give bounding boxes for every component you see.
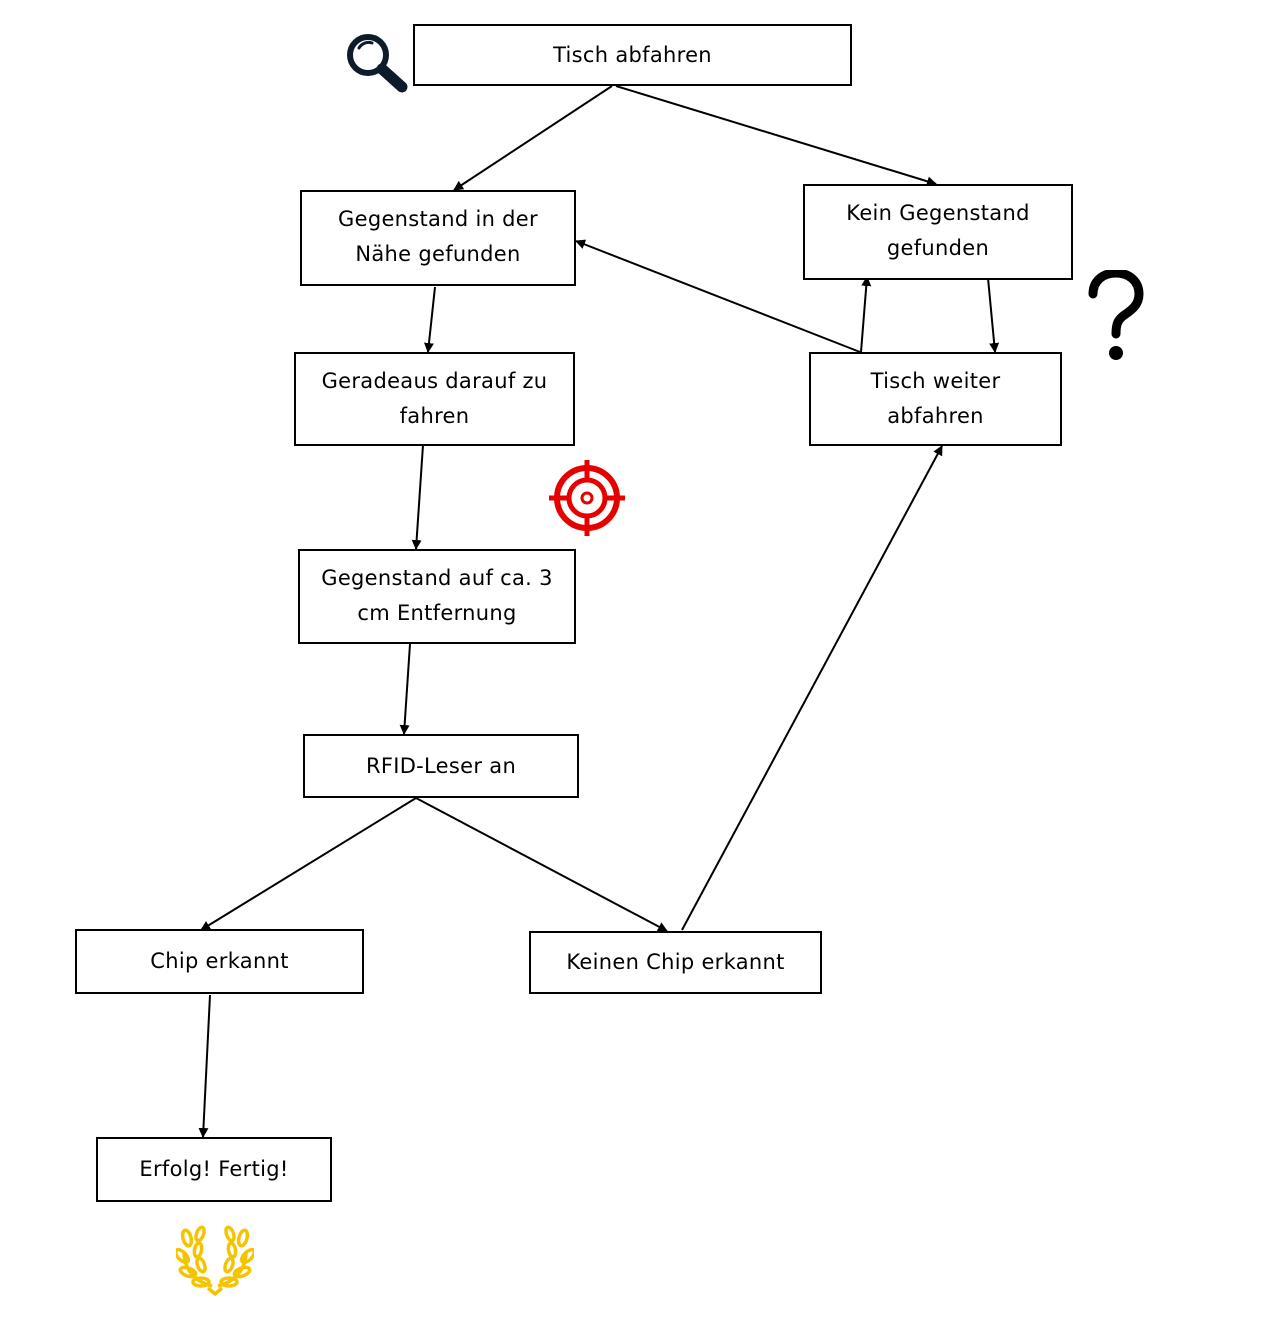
arrow-weiter-to-gegenstand — [575, 239, 861, 353]
arrow-keinen-chip-to-weiter — [681, 445, 943, 931]
arrow-chip-to-erfolg — [198, 994, 211, 1138]
arrow-geradeaus-to-3cm — [411, 444, 424, 550]
node-label: Chip erkannt — [150, 949, 289, 973]
node-tisch-weiter: Tisch weiter abfahren — [809, 352, 1062, 446]
node-label: Tisch weiter abfahren — [870, 369, 1001, 428]
arrow-gegenstand-to-geradeaus — [423, 286, 436, 353]
node-label: Tisch abfahren — [553, 42, 712, 67]
node-label: Erfolg! Fertig! — [139, 1157, 289, 1181]
node-tisch-abfahren: Tisch abfahren — [413, 24, 852, 86]
node-keinen-chip: Keinen Chip erkannt — [529, 931, 822, 994]
node-label: Gegenstand in der Nähe gefunden — [338, 207, 538, 266]
arrow-rfid-to-chip — [200, 797, 417, 931]
laurel-wreath-icon — [176, 1225, 254, 1296]
arrow-kein-to-weiter — [987, 277, 1000, 353]
node-rfid: RFID-Leser an — [303, 734, 579, 798]
arrow-3cm-to-rfid — [399, 643, 411, 735]
node-gegenstand-naehe: Gegenstand in der Nähe gefunden — [300, 190, 576, 286]
target-icon — [549, 460, 625, 536]
arrow-tisch-to-kein — [615, 85, 937, 187]
arrow-rfid-to-keinen-chip — [415, 797, 668, 932]
node-label: Keinen Chip erkannt — [566, 950, 785, 974]
node-label: Gegenstand auf ca. 3 cm Entfernung — [321, 566, 553, 625]
node-label: RFID-Leser an — [365, 753, 517, 778]
node-chip-erkannt: Chip erkannt — [75, 929, 364, 994]
node-erfolg: Erfolg! Fertig! — [96, 1137, 332, 1202]
node-gegenstand-3cm: Gegenstand auf ca. 3 cm Entfernung — [298, 549, 576, 644]
magnifier-icon — [347, 34, 408, 93]
node-label: Kein Gegenstand gefunden — [846, 201, 1030, 260]
node-label: Geradeaus darauf zu fahren — [321, 369, 548, 428]
arrow-tisch-to-gegenstand — [453, 85, 613, 191]
node-geradeaus: Geradeaus darauf zu fahren — [294, 352, 575, 446]
arrow-weiter-to-kein — [860, 276, 872, 353]
node-kein-gegenstand: Kein Gegenstand gefunden — [803, 184, 1073, 280]
question-mark-icon — [1088, 270, 1144, 360]
